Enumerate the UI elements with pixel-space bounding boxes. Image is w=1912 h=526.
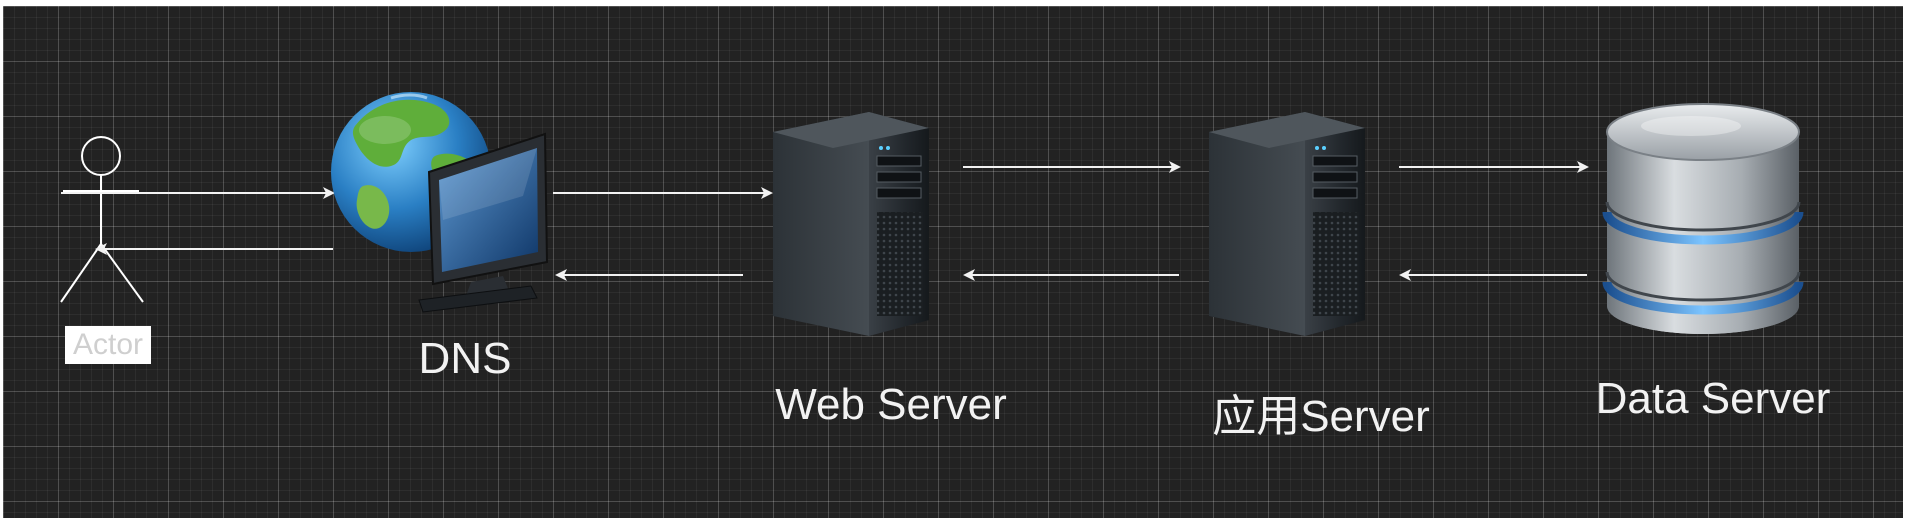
dns-label: DNS	[418, 334, 512, 383]
app-server-label: 应用Server	[1212, 392, 1430, 441]
database-icon[interactable]	[1602, 103, 1804, 334]
diagram-canvas: Actor DNS Web Server 应用Server Data Serve…	[3, 6, 1903, 518]
globe-monitor-icon[interactable]	[331, 92, 549, 313]
tower-server-icon[interactable]	[773, 112, 929, 336]
tower-server-icon[interactable]	[1209, 112, 1365, 336]
actor-label: Actor	[65, 326, 152, 364]
web-server-label: Web Server	[775, 380, 1007, 429]
data-server-label: Data Server	[1595, 374, 1831, 423]
actor-icon[interactable]	[60, 136, 144, 303]
